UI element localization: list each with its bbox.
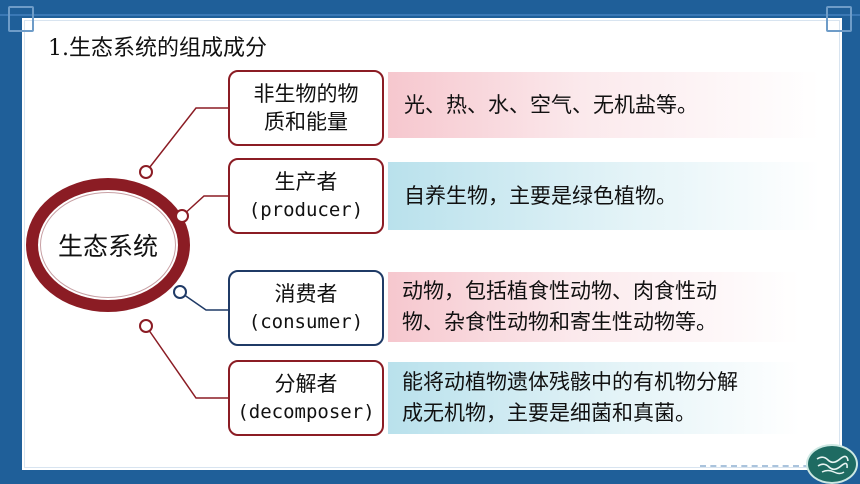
top-rule xyxy=(0,14,860,16)
desc-producer: 自养生物，主要是绿色植物。 xyxy=(388,162,820,230)
connector-dot xyxy=(173,285,187,299)
node-subtitle: (decomposer) xyxy=(237,401,375,423)
hub-label: 生态系统 xyxy=(57,232,158,261)
node-consumer: 消费者 (consumer) xyxy=(228,270,384,346)
node-decomposer: 分解者 (decomposer) xyxy=(228,360,384,436)
page-title: 1.生态系统的组成成分 xyxy=(48,36,267,61)
desc-consumer: 动物，包括植食性动物、肉食性动 物、杂食性动物和寄生性动物等。 xyxy=(388,272,800,342)
corner-square xyxy=(826,6,852,32)
footer-divider xyxy=(700,465,830,467)
node-title: 分解者 xyxy=(274,372,338,396)
desc-decomposer: 能将动植物遗体残骸中的有机物分解 成无机物，主要是细菌和真菌。 xyxy=(388,362,800,434)
desc-text: 成无机物，主要是细菌和真菌。 xyxy=(402,401,696,425)
desc-abiotic: 光、热、水、空气、无机盐等。 xyxy=(388,72,820,138)
connector-dot xyxy=(175,209,189,223)
node-subtitle: 质和能量 xyxy=(264,110,348,134)
node-title: 消费者 xyxy=(274,282,338,306)
node-producer: 生产者 (producer) xyxy=(228,158,384,234)
node-title: 非生物的物 xyxy=(253,82,359,106)
connector-dot xyxy=(139,165,153,179)
badge-logo xyxy=(806,444,858,484)
desc-text: 物、杂食性动物和寄生性动物等。 xyxy=(402,310,717,334)
badge-logo-mark xyxy=(816,455,849,475)
ecosystem-hub: 生态系统 xyxy=(26,178,190,312)
desc-text: 光、热、水、空气、无机盐等。 xyxy=(404,92,698,117)
node-abiotic: 非生物的物 质和能量 xyxy=(228,70,384,146)
connector-dot xyxy=(139,319,153,333)
desc-text: 能将动植物遗体残骸中的有机物分解 xyxy=(402,370,738,394)
node-title: 生产者 xyxy=(274,170,338,194)
desc-text: 动物，包括植食性动物、肉食性动 xyxy=(402,279,717,303)
node-subtitle: (consumer) xyxy=(248,311,364,333)
desc-text: 自养生物，主要是绿色植物。 xyxy=(404,183,677,208)
node-subtitle: (producer) xyxy=(248,199,364,221)
corner-square xyxy=(8,6,34,32)
